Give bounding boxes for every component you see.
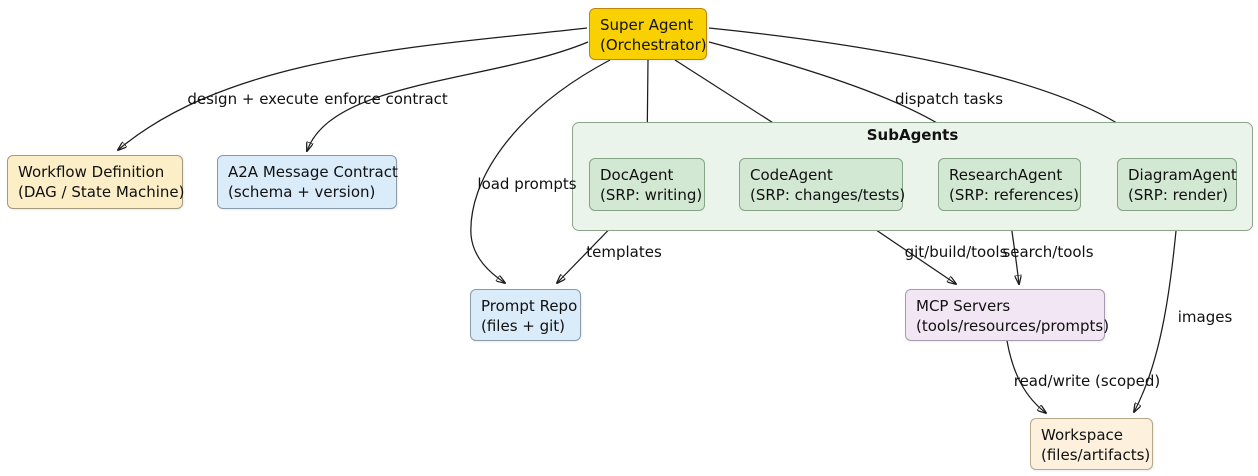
node-super-agent: Super Agent (Orchestrator) xyxy=(589,8,707,60)
node-prompt-repo-line2: (files + git) xyxy=(481,317,566,335)
node-research-agent-line1: ResearchAgent xyxy=(949,166,1063,184)
node-code-agent-line1: CodeAgent xyxy=(750,166,833,184)
node-code-agent-line2: (SRP: changes/tests) xyxy=(750,186,906,204)
node-research-agent-line2: (SRP: references) xyxy=(949,186,1079,204)
edge-label-load-prompts: load prompts xyxy=(477,175,577,193)
node-workspace-line2: (files/artifacts) xyxy=(1041,446,1151,464)
node-a2a-message-contract-line1: A2A Message Contract xyxy=(228,163,398,181)
node-diagram-agent: DiagramAgent (SRP: render) xyxy=(1117,158,1237,211)
node-research-agent: ResearchAgent (SRP: references) xyxy=(938,158,1081,211)
node-workflow-definition-line1: Workflow Definition xyxy=(18,163,165,181)
node-mcp-servers: MCP Servers (tools/resources/prompts) xyxy=(905,289,1110,341)
node-diagram-agent-line1: DiagramAgent xyxy=(1128,166,1237,184)
edge-super-to-a2a xyxy=(307,41,589,151)
edge-label-read-write-scoped: read/write (scoped) xyxy=(1013,372,1161,390)
node-a2a-message-contract: A2A Message Contract (schema + version) xyxy=(217,155,398,209)
node-mcp-servers-line1: MCP Servers xyxy=(916,297,1011,315)
node-workspace-line1: Workspace xyxy=(1041,426,1123,444)
node-doc-agent-line2: (SRP: writing) xyxy=(600,186,703,204)
edge-label-dispatch-tasks: dispatch tasks xyxy=(894,90,1004,108)
edge-label-design-execute: design + execute xyxy=(187,90,319,108)
edge-super-to-promptrepo xyxy=(470,59,611,283)
subagents-group-title: SubAgents xyxy=(866,126,959,144)
node-workflow-definition-line2: (DAG / State Machine) xyxy=(18,183,185,201)
node-doc-agent-line1: DocAgent xyxy=(600,166,674,184)
edge-label-enforce-contract: enforce contract xyxy=(324,90,448,108)
node-workflow-definition: Workflow Definition (DAG / State Machine… xyxy=(7,155,185,209)
node-prompt-repo-line1: Prompt Repo xyxy=(481,297,578,315)
edge-mcp-to-workspace xyxy=(1006,340,1046,413)
edge-label-templates: templates xyxy=(586,243,662,261)
edge-super-to-workflow xyxy=(118,27,588,150)
node-doc-agent: DocAgent (SRP: writing) xyxy=(589,158,705,211)
node-diagram-agent-line2: (SRP: render) xyxy=(1128,186,1229,204)
node-super-agent-line2: (Orchestrator) xyxy=(600,36,707,54)
node-workspace: Workspace (files/artifacts) xyxy=(1030,418,1153,470)
node-a2a-message-contract-line2: (schema + version) xyxy=(228,183,376,201)
edge-label-images: images xyxy=(1177,308,1233,326)
node-mcp-servers-line2: (tools/resources/prompts) xyxy=(916,317,1110,335)
node-code-agent: CodeAgent (SRP: changes/tests) xyxy=(739,158,906,211)
node-prompt-repo: Prompt Repo (files + git) xyxy=(470,289,581,341)
edge-diagramagent-to-workspace xyxy=(1134,210,1179,412)
edge-label-search-tools: search/tools xyxy=(1002,243,1094,261)
node-super-agent-line1: Super Agent xyxy=(600,16,694,34)
edge-label-git-build-tools: git/build/tools xyxy=(904,243,1008,261)
